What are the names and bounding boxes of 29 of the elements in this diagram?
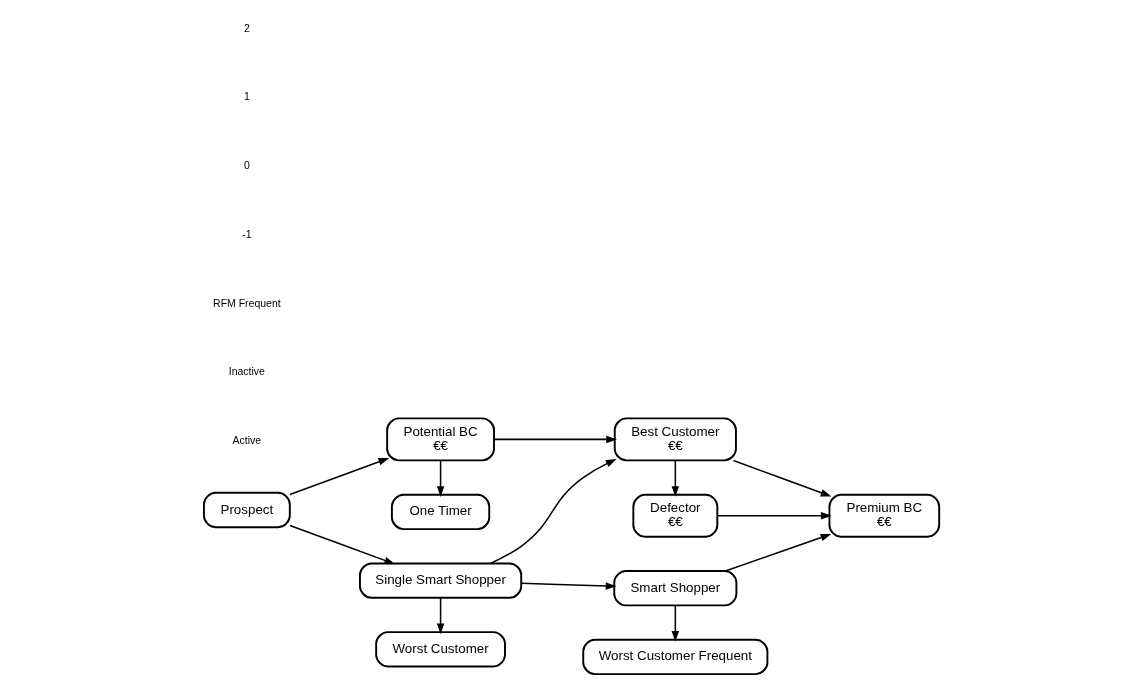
arrow <box>436 597 444 635</box>
label: 0 <box>243 160 250 172</box>
label: Inactive <box>228 366 265 378</box>
arrow <box>520 582 616 590</box>
node-box: One Timer <box>390 493 490 531</box>
arrow <box>288 457 389 496</box>
arrow <box>732 459 831 497</box>
arrow <box>492 435 617 444</box>
node-box: Best Customer €€ <box>613 417 737 462</box>
node-box: Premium BC €€ <box>828 493 940 538</box>
node-box: Potential BC €€ <box>385 417 495 462</box>
arrow <box>288 524 395 565</box>
arrow <box>489 459 617 565</box>
arrow <box>671 604 679 642</box>
label: 2 <box>243 22 250 34</box>
node-box: Defector €€ <box>631 493 718 538</box>
node-box: Smart Shopper <box>612 570 737 607</box>
label: Active <box>232 434 261 446</box>
arrow <box>724 533 831 572</box>
node-box: Single Smart Shopper <box>358 562 522 599</box>
node-box: Worst Customer Frequent <box>581 638 768 676</box>
label: 1 <box>243 91 250 103</box>
node-box: Prospect <box>202 491 291 529</box>
arrow <box>671 459 679 497</box>
arrow <box>436 459 444 497</box>
arrow <box>716 511 832 520</box>
label: RFM Frequent <box>212 297 281 309</box>
node-box: Worst Customer <box>374 631 506 668</box>
label: -1 <box>241 228 252 240</box>
